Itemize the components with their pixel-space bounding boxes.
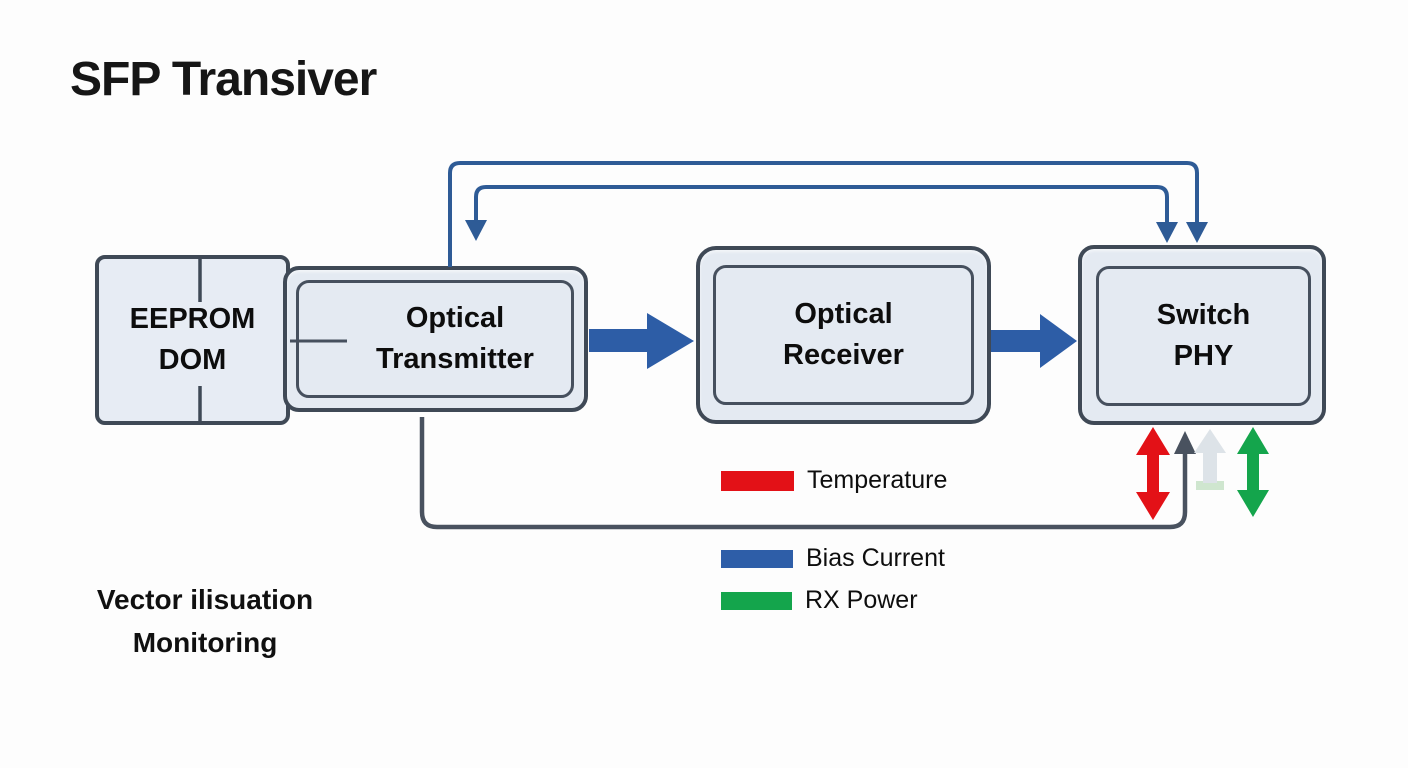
- legend-item-rx-power: RX Power: [721, 586, 918, 615]
- legend-label: Bias Current: [806, 544, 945, 572]
- block-switch-phy-label: Switch PHY: [1156, 299, 1251, 372]
- block-eeprom-dom: EEPROM DOM: [95, 255, 290, 425]
- block-eeprom-dom-label: EEPROM DOM: [129, 303, 256, 376]
- signal-arrow-right-icon: [991, 314, 1077, 368]
- block-switch-phy-inner: Switch PHY: [1096, 266, 1311, 406]
- rx-power-updown-arrow-icon: [1237, 427, 1269, 517]
- legend-item-temperature: Temperature: [721, 466, 947, 495]
- caption: Vector ilisuation Monitoring: [96, 584, 314, 659]
- block-optical-transmitter-inner: Optical Transmitter: [296, 280, 574, 398]
- block-switch-phy: [1078, 245, 1326, 425]
- block-optical-receiver-inner: Optical Receiver: [713, 265, 974, 405]
- rx-power-swatch-icon: [721, 591, 792, 610]
- feedback-loop-inner: [465, 185, 1178, 243]
- signal-arrow-right-icon: [589, 313, 694, 369]
- block-optical-transmitter-label: Optical Transmitter: [376, 302, 534, 375]
- block-optical-receiver-label: Optical Receiver: [783, 298, 904, 371]
- gray-up-arrow-icon: [1194, 429, 1226, 490]
- page-title: SFP Transiver: [70, 53, 377, 106]
- legend-label: RX Power: [805, 586, 918, 614]
- block-optical-transmitter: [283, 266, 588, 412]
- bias-current-swatch-icon: [721, 549, 793, 568]
- block-optical-receiver: [696, 246, 991, 424]
- legend-label: Temperature: [807, 466, 948, 494]
- legend-item-bias-current: Bias Current: [721, 544, 945, 573]
- temperature-swatch-icon: [721, 470, 794, 491]
- temperature-updown-arrow-icon: [1136, 427, 1170, 520]
